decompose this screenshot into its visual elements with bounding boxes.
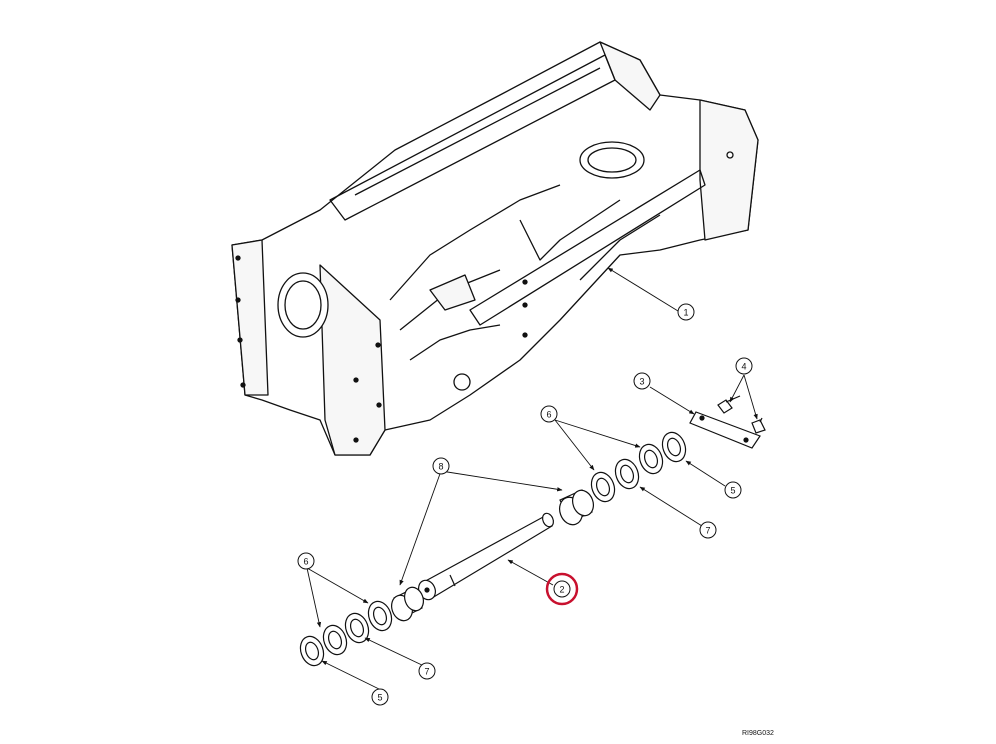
pivot-pin xyxy=(418,512,555,601)
svg-text:2: 2 xyxy=(559,585,564,595)
axle-frame-casting xyxy=(231,41,759,456)
callout-4: 4 xyxy=(735,357,753,375)
right-washer-stack xyxy=(590,431,687,503)
right-bushing xyxy=(559,489,594,526)
svg-text:3: 3 xyxy=(639,377,644,387)
svg-text:6: 6 xyxy=(546,410,551,420)
left-bushing xyxy=(391,586,425,622)
retaining-plate xyxy=(689,411,761,449)
svg-text:6: 6 xyxy=(303,557,308,567)
callout-8: 8 xyxy=(432,457,450,475)
figure-code: RI98G032 xyxy=(742,730,774,737)
callout-5-right: 5 xyxy=(724,481,742,499)
svg-text:1: 1 xyxy=(683,308,688,318)
callout-2-highlighted: 2 xyxy=(545,572,579,606)
callout-3: 3 xyxy=(633,372,651,390)
svg-text:7: 7 xyxy=(705,526,710,536)
callout-7-right: 7 xyxy=(699,521,717,539)
svg-text:7: 7 xyxy=(424,667,429,677)
callout-6-right: 6 xyxy=(540,405,558,423)
svg-text:5: 5 xyxy=(730,486,735,496)
callout-1: 1 xyxy=(677,303,695,321)
svg-text:8: 8 xyxy=(438,462,443,472)
svg-text:5: 5 xyxy=(377,693,382,703)
callout-7-left: 7 xyxy=(418,662,436,680)
callout-5-left: 5 xyxy=(371,688,389,706)
callout-6-left: 6 xyxy=(297,552,315,570)
left-washer-stack xyxy=(299,600,393,667)
leader-lines xyxy=(306,267,758,690)
svg-text:4: 4 xyxy=(741,362,746,372)
